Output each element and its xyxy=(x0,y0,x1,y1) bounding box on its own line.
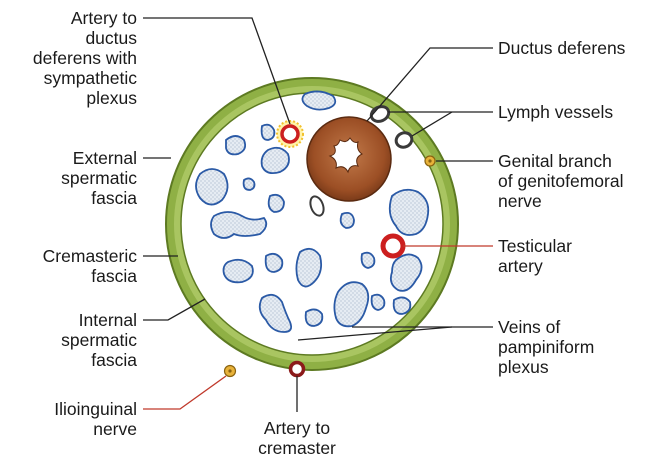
vein xyxy=(244,178,255,190)
artery-to-cremaster xyxy=(291,363,304,376)
label-lymph-vessels: Lymph vessels xyxy=(498,102,654,122)
label-ilioinguinal: Ilioinguinal nerve xyxy=(0,399,137,439)
artery-to-ductus-deferens xyxy=(277,121,303,147)
label-testicular-artery: Testicular artery xyxy=(498,236,654,276)
vein xyxy=(362,253,375,268)
label-internal-fascia: Internal spermatic fascia xyxy=(0,310,137,370)
vein xyxy=(226,136,245,154)
vein xyxy=(394,297,411,314)
nerve-core xyxy=(428,159,431,162)
vein xyxy=(266,254,283,272)
leader-ilioinguinal xyxy=(143,376,226,409)
vein xyxy=(262,125,275,140)
label-external-fascia: External spermatic fascia xyxy=(0,148,137,208)
label-artery-cremaster: Artery to cremaster xyxy=(232,418,362,458)
vein xyxy=(341,213,354,228)
vein xyxy=(262,148,289,173)
testicular-artery xyxy=(383,236,403,256)
vein xyxy=(224,260,253,283)
vein xyxy=(302,91,335,109)
vein xyxy=(269,195,284,212)
vein xyxy=(372,295,385,310)
label-cremasteric-fascia: Cremasteric fascia xyxy=(0,246,137,286)
vein xyxy=(196,169,228,205)
label-veins-pampiniform: Veins of pampiniform plexus xyxy=(498,317,654,377)
label-ductus-deferens: Ductus deferens xyxy=(498,38,654,58)
label-artery-ductus: Artery to ductus deferens with sympathet… xyxy=(0,8,137,108)
label-genital-branch: Genital branch of genitofemoral nerve xyxy=(498,151,654,211)
nerve-core xyxy=(228,369,231,372)
vein xyxy=(306,309,323,326)
